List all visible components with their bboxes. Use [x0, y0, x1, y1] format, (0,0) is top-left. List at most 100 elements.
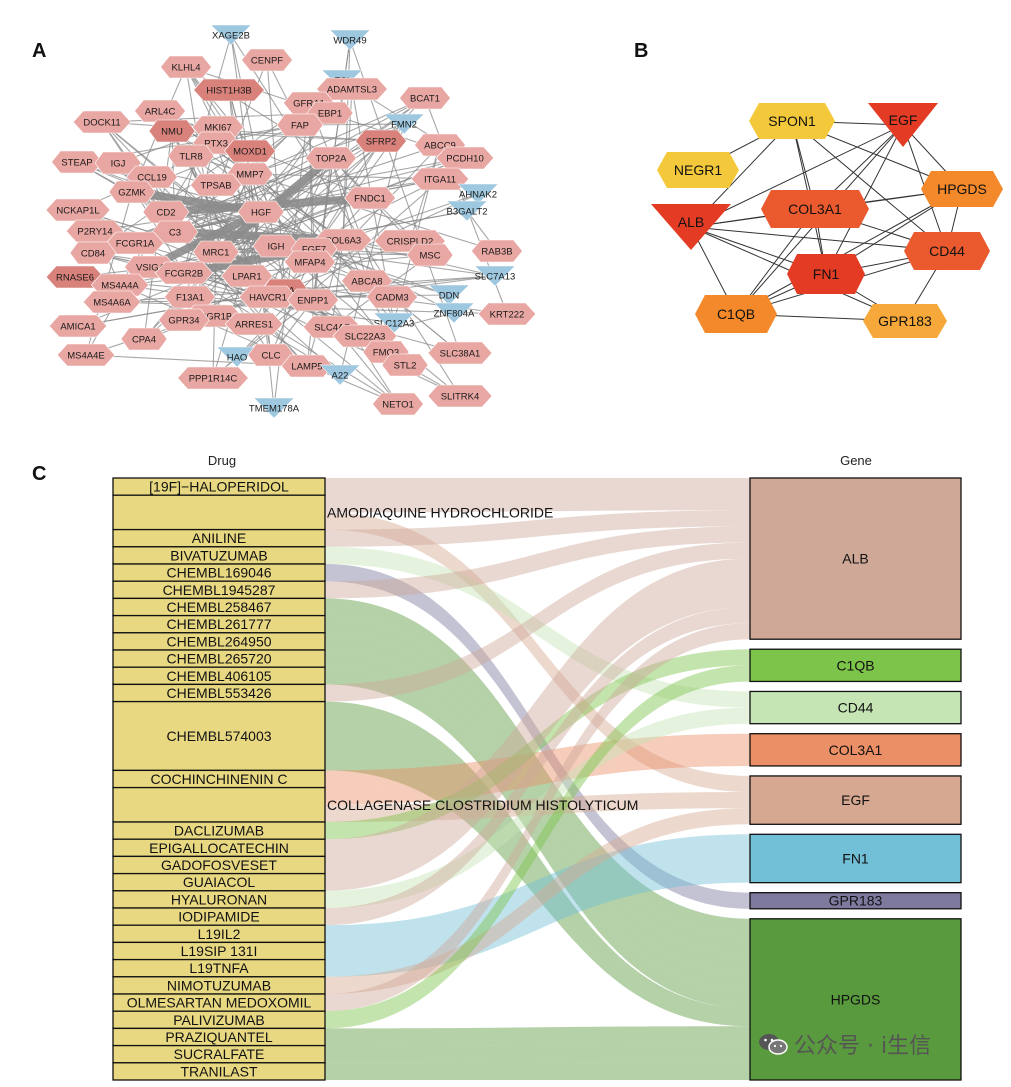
network-a-node-havcr1: HAVCR1 — [238, 285, 298, 309]
network-b-edge — [791, 120, 948, 252]
drug-node-chembl574003: CHEMBL574003 — [112, 700, 326, 772]
drug-node-l19tnfa: L19TNFA — [112, 958, 326, 978]
drug-node-palivizumab: PALIVIZUMAB — [112, 1010, 326, 1030]
node-label: CD2 — [156, 208, 175, 219]
drug-box — [112, 700, 326, 772]
node-shape — [471, 239, 523, 263]
gene-column-header: Gene — [840, 453, 872, 468]
node-shape — [381, 353, 429, 377]
network-a-node-znf804a: ZNF804A — [433, 302, 475, 324]
node-label: ARL4C — [145, 107, 176, 118]
node-shape — [427, 341, 493, 365]
node-label: MSC — [419, 251, 440, 262]
drug-label: DACLIZUMAB — [174, 823, 264, 839]
gene-label: EGF — [841, 792, 870, 808]
network-a-node-bcat1: BCAT1 — [399, 86, 451, 110]
node-label: ITGA11 — [424, 175, 456, 186]
sankey-link-nimotuzumab-to-egf — [325, 808, 750, 994]
node-label: GZMK — [118, 188, 146, 199]
node-shape — [399, 86, 451, 110]
panel-label-a: A — [32, 40, 46, 62]
node-shape — [216, 346, 258, 368]
network-b-node-gpr183: GPR183 — [863, 304, 947, 338]
node-label: MKI67 — [204, 123, 231, 134]
node-shape — [190, 173, 242, 197]
sankey-link-l19tnfa-to-fn1 — [325, 866, 750, 977]
network-a-edge — [267, 296, 399, 405]
node-shape — [142, 200, 190, 224]
network-b-node-fn1: FN1 — [787, 254, 865, 294]
node-label: SLC4A7 — [314, 323, 349, 334]
node-label: NMU — [161, 127, 183, 138]
node-shape — [158, 308, 210, 332]
drug-label: CHEMBL261777 — [166, 616, 271, 632]
network-a-node-amica1: AMICA1 — [48, 314, 108, 338]
drug-node-iodipamide: IODIPAMIDE — [112, 907, 326, 926]
node-shape — [433, 302, 475, 324]
node-label: HAO — [227, 353, 248, 364]
network-a-node-steap: STEAP — [51, 150, 103, 174]
network-a-node-top2a: TOP2A — [305, 146, 357, 170]
drug-label: HYALURONAN — [171, 891, 267, 907]
panel-label-c: C — [32, 463, 46, 485]
sankey-link-chembl265720-to-hpgds — [325, 650, 750, 991]
node-shape — [427, 384, 493, 408]
node-label: MRC1 — [203, 248, 230, 259]
node-shape — [921, 171, 1003, 207]
node-shape — [695, 295, 777, 333]
node-label: STL2 — [394, 361, 417, 372]
network-a-node-cenpf: CENPF — [241, 48, 293, 72]
drug-node-chembl169046: CHEMBL169046 — [112, 563, 326, 582]
node-shape — [164, 285, 216, 309]
node-label: NETO1 — [382, 400, 414, 411]
node-label: ABCA8 — [351, 277, 382, 288]
node-label: ABCC9 — [424, 141, 456, 152]
node-label: COL6A3 — [325, 236, 361, 247]
gene-label: ALB — [842, 551, 868, 567]
node-label: TPSAB — [200, 181, 231, 192]
network-a-node-a22: A22 — [319, 364, 361, 386]
network-a-node-ddn: DDN — [428, 284, 470, 306]
sankey-link-amodiaquine-hydrochloride-to-egf — [325, 512, 750, 793]
gene-node-c1qb: C1QB — [749, 648, 962, 683]
sankey-link-epigallocatechin-to-alb — [325, 558, 750, 857]
drug-label: BIVATUZUMAB — [170, 547, 268, 563]
network-a-node-neto1: NETO1 — [372, 392, 424, 416]
network-a: XAGE2BWDR49KLHL4CENPFTSIHIST1H3BADAMTSL3… — [45, 24, 537, 419]
drug-node-chembl553426: CHEMBL553426 — [112, 683, 326, 703]
network-b-node-cd44: CD44 — [904, 232, 990, 270]
node-label: AMICA1 — [60, 322, 95, 333]
drug-node-nimotuzumab: NIMOTUZUMAB — [112, 976, 326, 995]
node-shape — [276, 113, 324, 137]
node-label: MFAP4 — [294, 258, 325, 269]
gene-node-hpgds: HPGDS — [749, 918, 962, 1081]
node-shape — [366, 285, 418, 309]
node-label: PPP1R14C — [189, 374, 238, 385]
node-label: C1QB — [717, 306, 755, 322]
drug-node-tranilast: TRANILAST — [112, 1062, 326, 1081]
network-a-node-ppp1r14c: PPP1R14C — [177, 366, 249, 390]
network-a-edge — [249, 173, 441, 180]
drug-node-olmesartan-medoxomil: OLMESARTAN MEDOXOMIL — [112, 993, 326, 1012]
network-b-edge — [690, 226, 948, 252]
node-label: CD44 — [929, 243, 965, 259]
node-label: CRISPLD2 — [387, 237, 433, 248]
drug-column-header: Drug — [208, 453, 236, 468]
gene-box — [749, 733, 962, 767]
gene-box — [749, 775, 962, 825]
node-label: IGH — [268, 242, 285, 253]
node-shape — [657, 152, 739, 188]
node-label: P2RY14 — [77, 227, 112, 238]
gene-label: C1QB — [836, 657, 874, 673]
drug-node-chembl258467: CHEMBL258467 — [112, 597, 326, 617]
network-a-node-slc7a13: SLC7A13 — [474, 265, 516, 287]
sankey-link-chembl169046-to-gpr183 — [325, 564, 750, 909]
sankey-link-cochinchinenin-c-to-col3a1 — [325, 733, 750, 788]
node-shape — [224, 312, 284, 336]
network-a-nodes: XAGE2BWDR49KLHL4CENPFTSIHIST1H3BADAMTSL3… — [45, 24, 537, 419]
node-label: FCGR2B — [165, 269, 204, 280]
node-label: FMN2 — [391, 120, 417, 131]
